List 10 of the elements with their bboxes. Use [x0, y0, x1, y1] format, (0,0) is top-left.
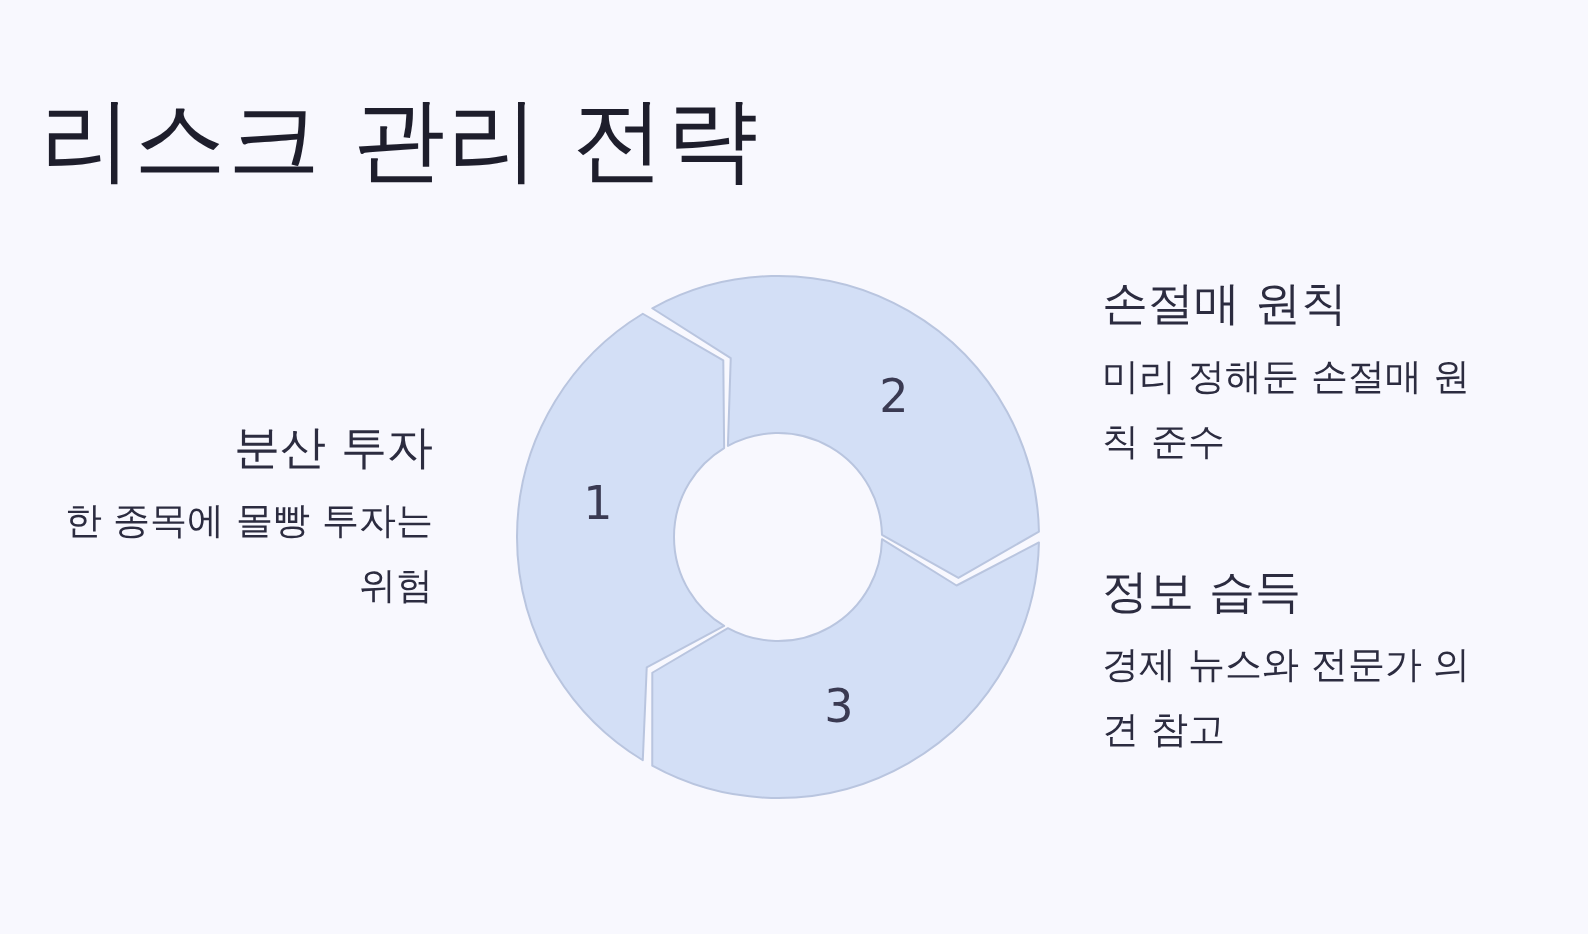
- step-number: 3: [824, 683, 854, 729]
- step-number: 1: [583, 480, 613, 526]
- step-description: 미리 정해둔 손절매 원칙 준수: [1102, 354, 1472, 465]
- step-heading: 정보 습득: [1102, 564, 1302, 620]
- title: 리스크 관리 전략: [40, 85, 761, 195]
- step-description: 한 종목에 몰빵 투자는 위험: [63, 498, 433, 609]
- step-description: 경제 뉴스와 전문가 의견 참고: [1102, 642, 1472, 753]
- step-heading: 손절매 원칙: [1102, 276, 1348, 332]
- step-heading: 분산 투자: [233, 420, 433, 476]
- step-number: 2: [879, 373, 909, 419]
